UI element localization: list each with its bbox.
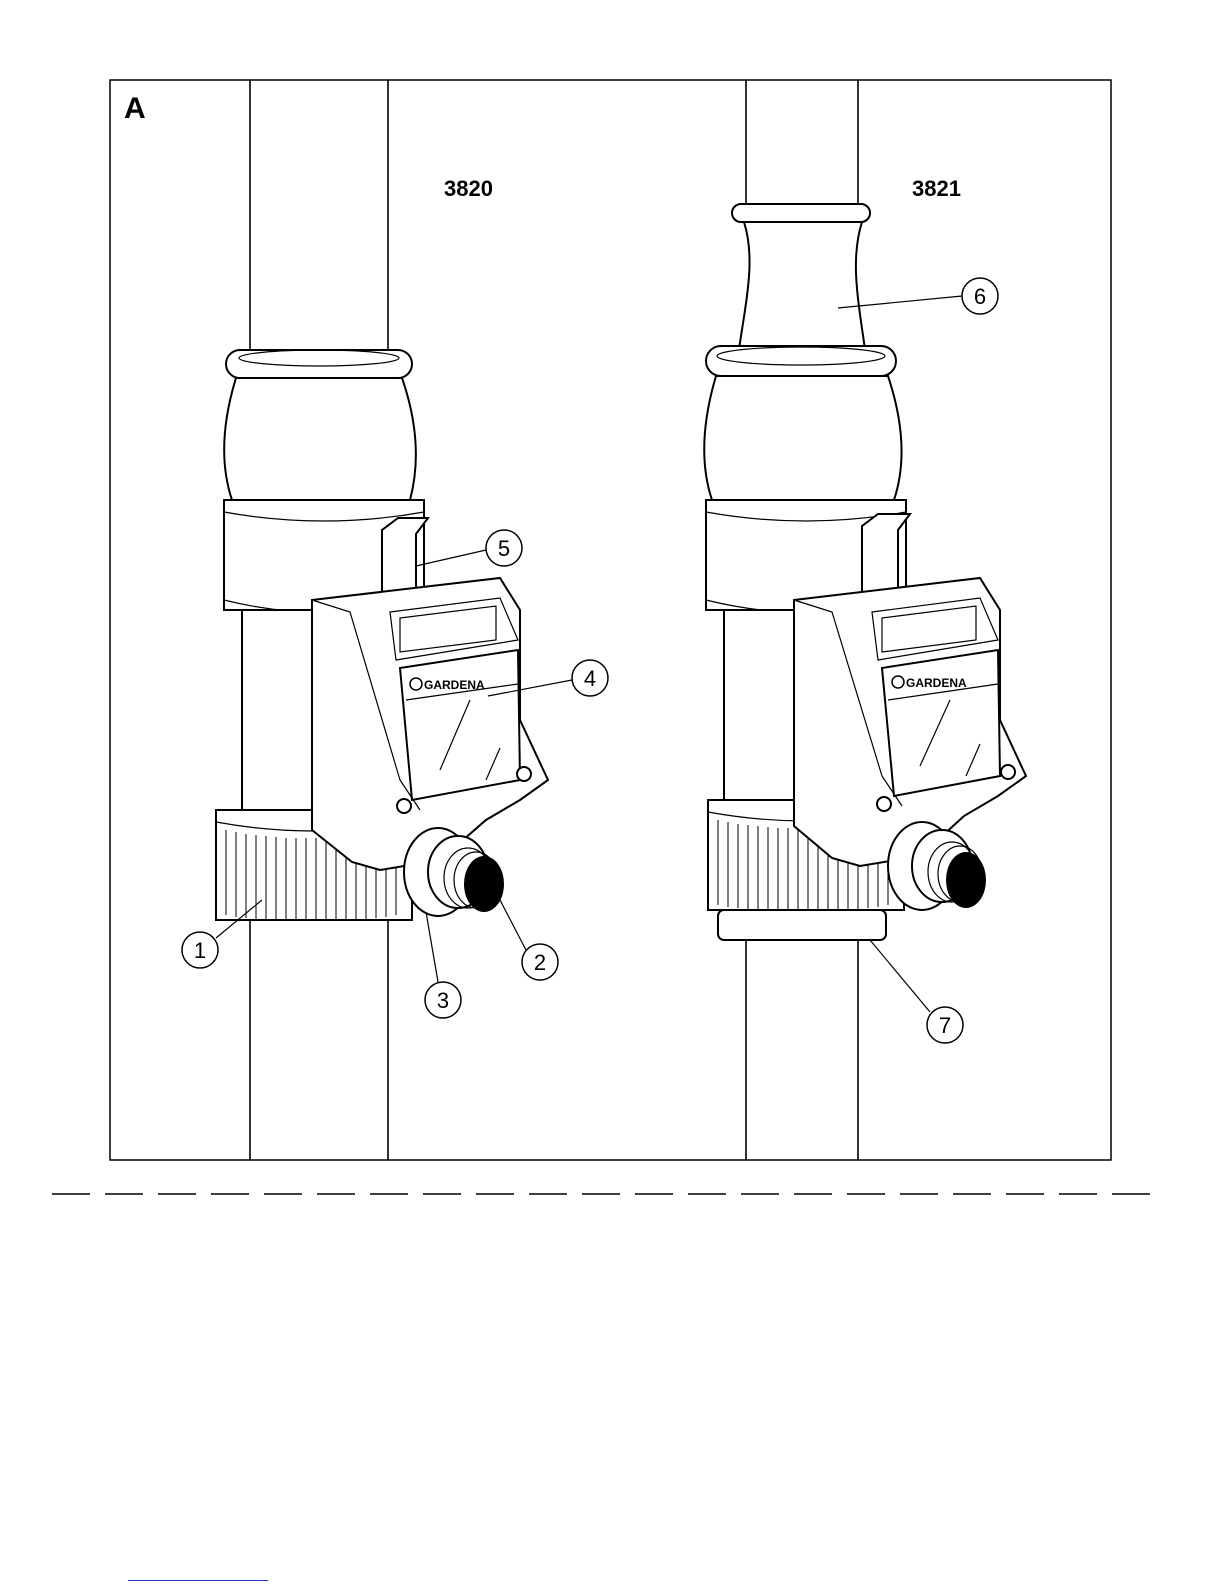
brand-logo-3821: GARDENA bbox=[906, 676, 967, 690]
callout-label-4: 4 bbox=[584, 666, 596, 691]
callout-label-7: 7 bbox=[939, 1013, 951, 1038]
panel-letter: A bbox=[124, 92, 146, 125]
brand-logo-3820: GARDENA bbox=[424, 678, 485, 692]
callout-label-3: 3 bbox=[437, 988, 449, 1013]
callout-label-5: 5 bbox=[498, 536, 510, 561]
model-number-3821: 3821 bbox=[912, 176, 961, 201]
footer-link-underline bbox=[128, 1580, 268, 1581]
callout-label-6: 6 bbox=[974, 284, 986, 309]
callout-label-2: 2 bbox=[534, 950, 546, 975]
model-number-3820: 3820 bbox=[444, 176, 493, 201]
callout-label-1: 1 bbox=[194, 938, 206, 963]
